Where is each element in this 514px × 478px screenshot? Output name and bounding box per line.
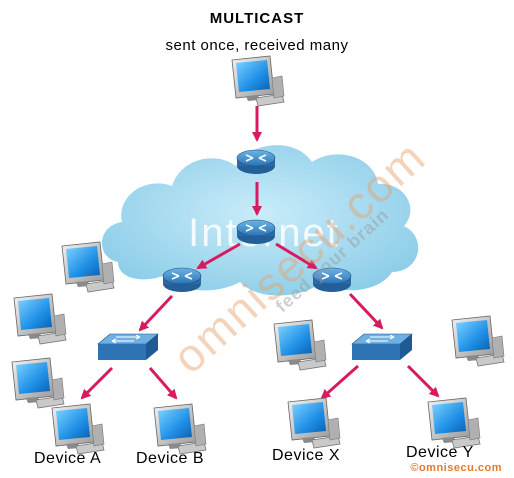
computer-icon xyxy=(13,293,67,345)
arrow-router4-to-switch2 xyxy=(348,292,384,330)
source-computer-icon xyxy=(231,55,285,107)
device-x-label: Device X xyxy=(272,447,341,464)
device-a-computer-icon xyxy=(51,403,105,455)
arrow-switch2-to-device-x xyxy=(320,364,359,400)
diagram-subtitle: sent once, received many xyxy=(165,37,349,54)
device-b-label: Device B xyxy=(136,450,205,467)
router-icon xyxy=(236,219,276,245)
diagram-title: MULTICAST xyxy=(209,10,305,27)
device-a-label: Device A xyxy=(34,450,102,467)
device-y-computer-icon xyxy=(427,397,481,449)
arrow-switch1-to-device-b xyxy=(148,367,178,400)
device-x-computer-icon xyxy=(287,397,341,449)
arrow-router3-to-switch1 xyxy=(138,294,174,332)
computer-icon xyxy=(11,357,65,409)
router-icon xyxy=(162,267,202,293)
arrow-switch2-to-device-y xyxy=(406,364,440,398)
device-y-label: Device Y xyxy=(406,444,474,461)
copyright-watermark: ©omnisecu.com xyxy=(410,462,502,474)
computer-icon xyxy=(451,315,505,367)
router-icon xyxy=(236,149,276,175)
switch-icon xyxy=(97,333,159,361)
device-b-computer-icon xyxy=(153,403,207,455)
computer-icon xyxy=(273,319,327,371)
arrow-router2-to-router3 xyxy=(196,242,241,270)
switch-icon xyxy=(351,333,413,361)
arrow-switch1-to-device-a xyxy=(80,366,114,400)
multicast-arrows xyxy=(80,106,440,400)
arrow-router2-to-router4 xyxy=(275,242,318,270)
